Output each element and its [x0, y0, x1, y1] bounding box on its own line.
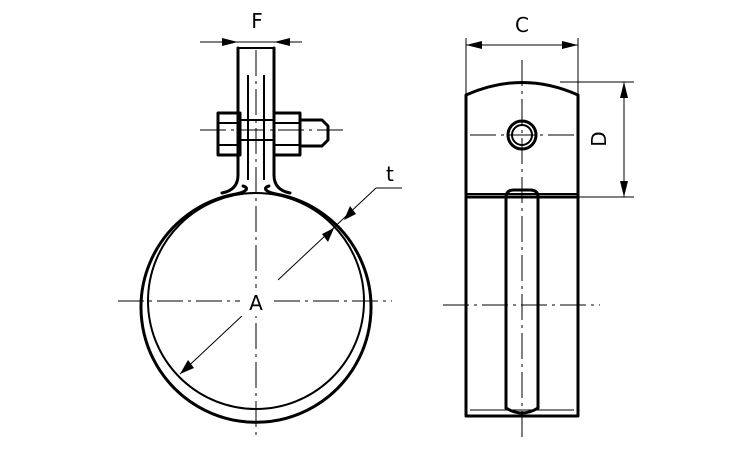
left-tab-bend: [220, 173, 240, 195]
dim-C-arrow-right: [562, 41, 578, 49]
slot-top: [504, 188, 540, 199]
bolt-head: [216, 111, 242, 157]
ring-inner-outline: [147, 192, 365, 410]
front-view: F t A: [118, 9, 402, 435]
dim-A-arrow: [180, 360, 194, 374]
dimension-C: C: [465, 13, 579, 95]
ring-outer-outline: [139, 184, 373, 424]
bolt-thread-end: [298, 118, 330, 148]
dim-D-label: D: [587, 131, 611, 146]
dim-A-label: A: [249, 291, 263, 315]
dimension-A: A: [179, 288, 270, 375]
dim-t-arrow-outer: [344, 206, 356, 220]
dim-F-label: F: [251, 9, 263, 33]
dim-A-label-bg: [240, 288, 270, 316]
bolt-hole-inner: [511, 124, 533, 146]
side-view: C D: [443, 13, 634, 438]
dim-C-label: C: [515, 13, 529, 37]
right-tab-bend: [272, 173, 292, 195]
nut: [272, 111, 302, 157]
dim-t-label: t: [386, 162, 394, 186]
side-body-outline: [464, 81, 580, 418]
bolt-hole: [506, 119, 538, 151]
dim-C-arrow-left: [466, 41, 482, 49]
dim-D-arrow-top: [620, 82, 628, 98]
dim-D-arrow-bottom: [620, 181, 628, 197]
dim-F-arrow-left: [222, 38, 238, 46]
dimension-t: t: [277, 162, 402, 281]
dimension-F: F: [200, 9, 302, 46]
dim-F-arrow-right: [274, 38, 290, 46]
dimension-D: D: [560, 81, 634, 198]
slot-bottom: [504, 406, 540, 415]
dim-t-arrow-inner: [322, 228, 334, 242]
